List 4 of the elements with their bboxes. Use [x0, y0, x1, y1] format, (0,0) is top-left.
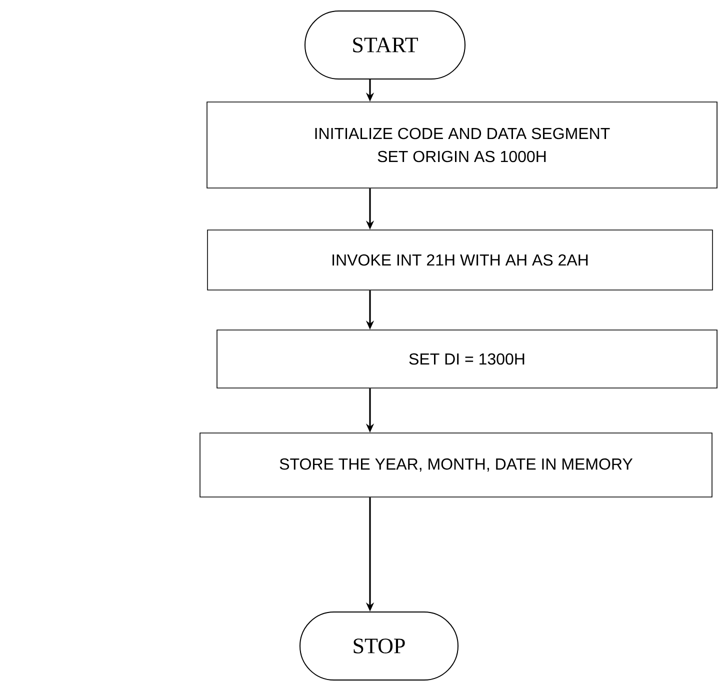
process-box: INITIALIZE CODE AND DATA SEGMENT SET ORIGIN AS 1000H: [206, 102, 718, 188]
process-box: INVOKE INT 21H WITH AH AS 2AH: [207, 230, 713, 290]
process-box: SET DI = 1300H: [216, 330, 718, 388]
process-box: STORE THE YEAR, MONTH, DATE IN MEMORY: [200, 432, 712, 498]
